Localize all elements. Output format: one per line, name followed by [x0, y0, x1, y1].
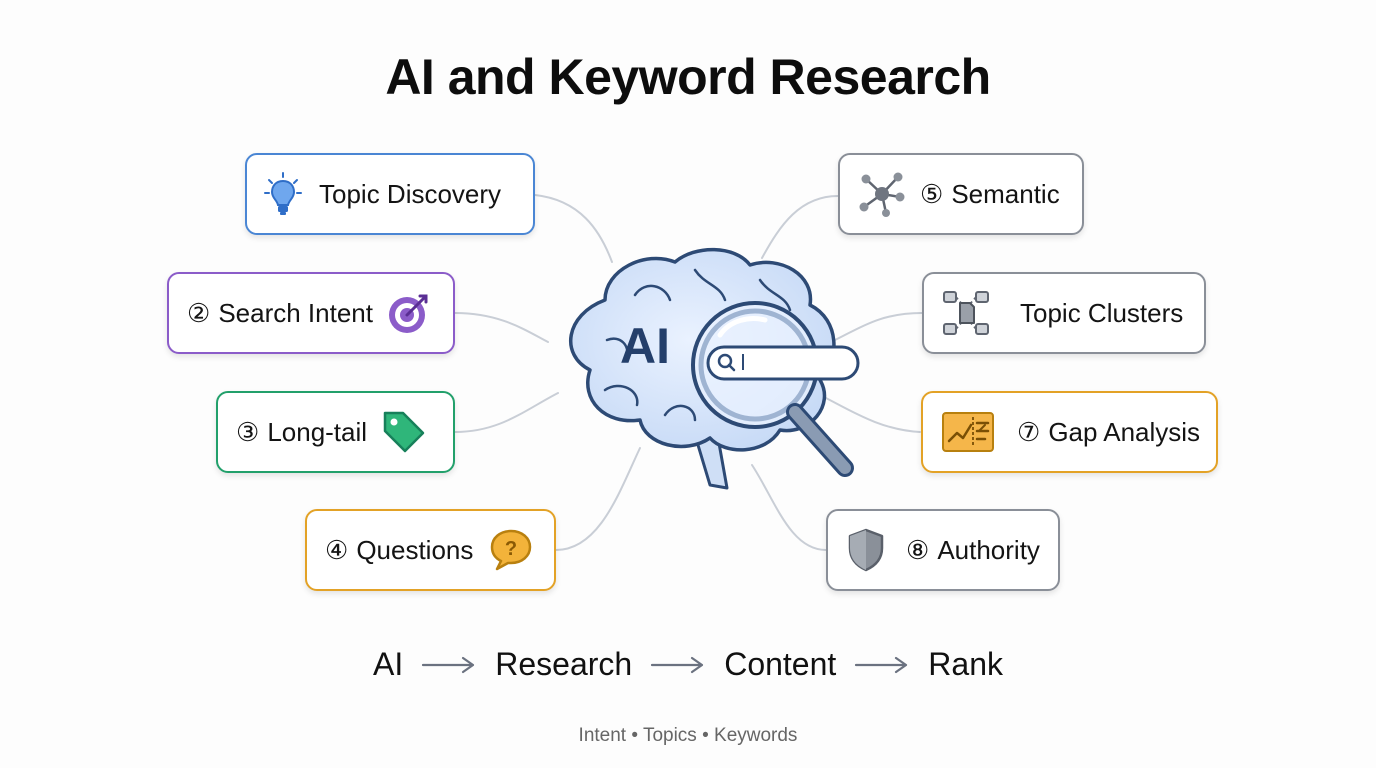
chart-gap-icon — [941, 411, 995, 453]
question-bubble-icon: ? — [489, 528, 533, 572]
search-icon — [717, 353, 736, 372]
tag-icon — [381, 409, 427, 455]
page-title: AI and Keyword Research — [385, 49, 991, 105]
svg-text:?: ? — [505, 538, 517, 560]
node-topic-discovery: Topic Discovery — [245, 153, 535, 235]
node-number: ④ — [325, 534, 349, 565]
lightbulb-icon — [263, 171, 303, 217]
node-label: Long-tail — [267, 416, 368, 447]
flow-step: AI — [373, 646, 404, 682]
node-number: ③ — [236, 416, 260, 447]
target-icon — [387, 291, 431, 335]
node-label: Semantic — [951, 178, 1060, 209]
process-flow: AI Research Content Rank — [0, 646, 1376, 683]
cluster-icon — [942, 290, 990, 336]
node-semantic: ⑤ Semantic — [838, 153, 1084, 235]
node-number: ② — [187, 297, 211, 328]
brain-icon: AI — [569, 247, 860, 490]
node-label: Gap Analysis — [1048, 416, 1201, 447]
node-label: Authority — [937, 534, 1040, 565]
node-label: Search Intent — [218, 297, 373, 328]
node-label: Topic Discovery — [319, 178, 502, 209]
node-label: Questions — [356, 534, 474, 565]
shield-icon — [846, 528, 886, 572]
node-questions: ④ Questions ? — [305, 509, 556, 591]
node-number: ⑧ — [906, 534, 930, 565]
node-authority: ⑧ Authority — [826, 509, 1060, 591]
ai-brain-illustration: AI — [545, 240, 865, 500]
brain-ai-label: AI — [620, 318, 670, 374]
node-number: ⑦ — [1017, 416, 1041, 447]
network-icon — [858, 171, 906, 217]
flow-step: Research — [495, 646, 633, 682]
node-search-intent: ② Search Intent — [167, 272, 455, 354]
flow-step: Rank — [928, 646, 1003, 682]
node-label: Topic Clusters — [1020, 297, 1184, 328]
flow-step: Content — [724, 646, 837, 682]
arrow-right-icon — [650, 655, 706, 675]
node-gap-analysis: ⑦ Gap Analysis — [921, 391, 1218, 473]
node-topic-clusters: Topic Clusters — [922, 272, 1206, 354]
node-long-tail: ③ Long-tail — [216, 391, 455, 473]
arrow-right-icon — [421, 655, 477, 675]
footer-tagline: Intent • Topics • Keywords — [578, 725, 798, 746]
arrow-right-icon — [854, 655, 910, 675]
node-number: ⑤ — [920, 178, 944, 209]
